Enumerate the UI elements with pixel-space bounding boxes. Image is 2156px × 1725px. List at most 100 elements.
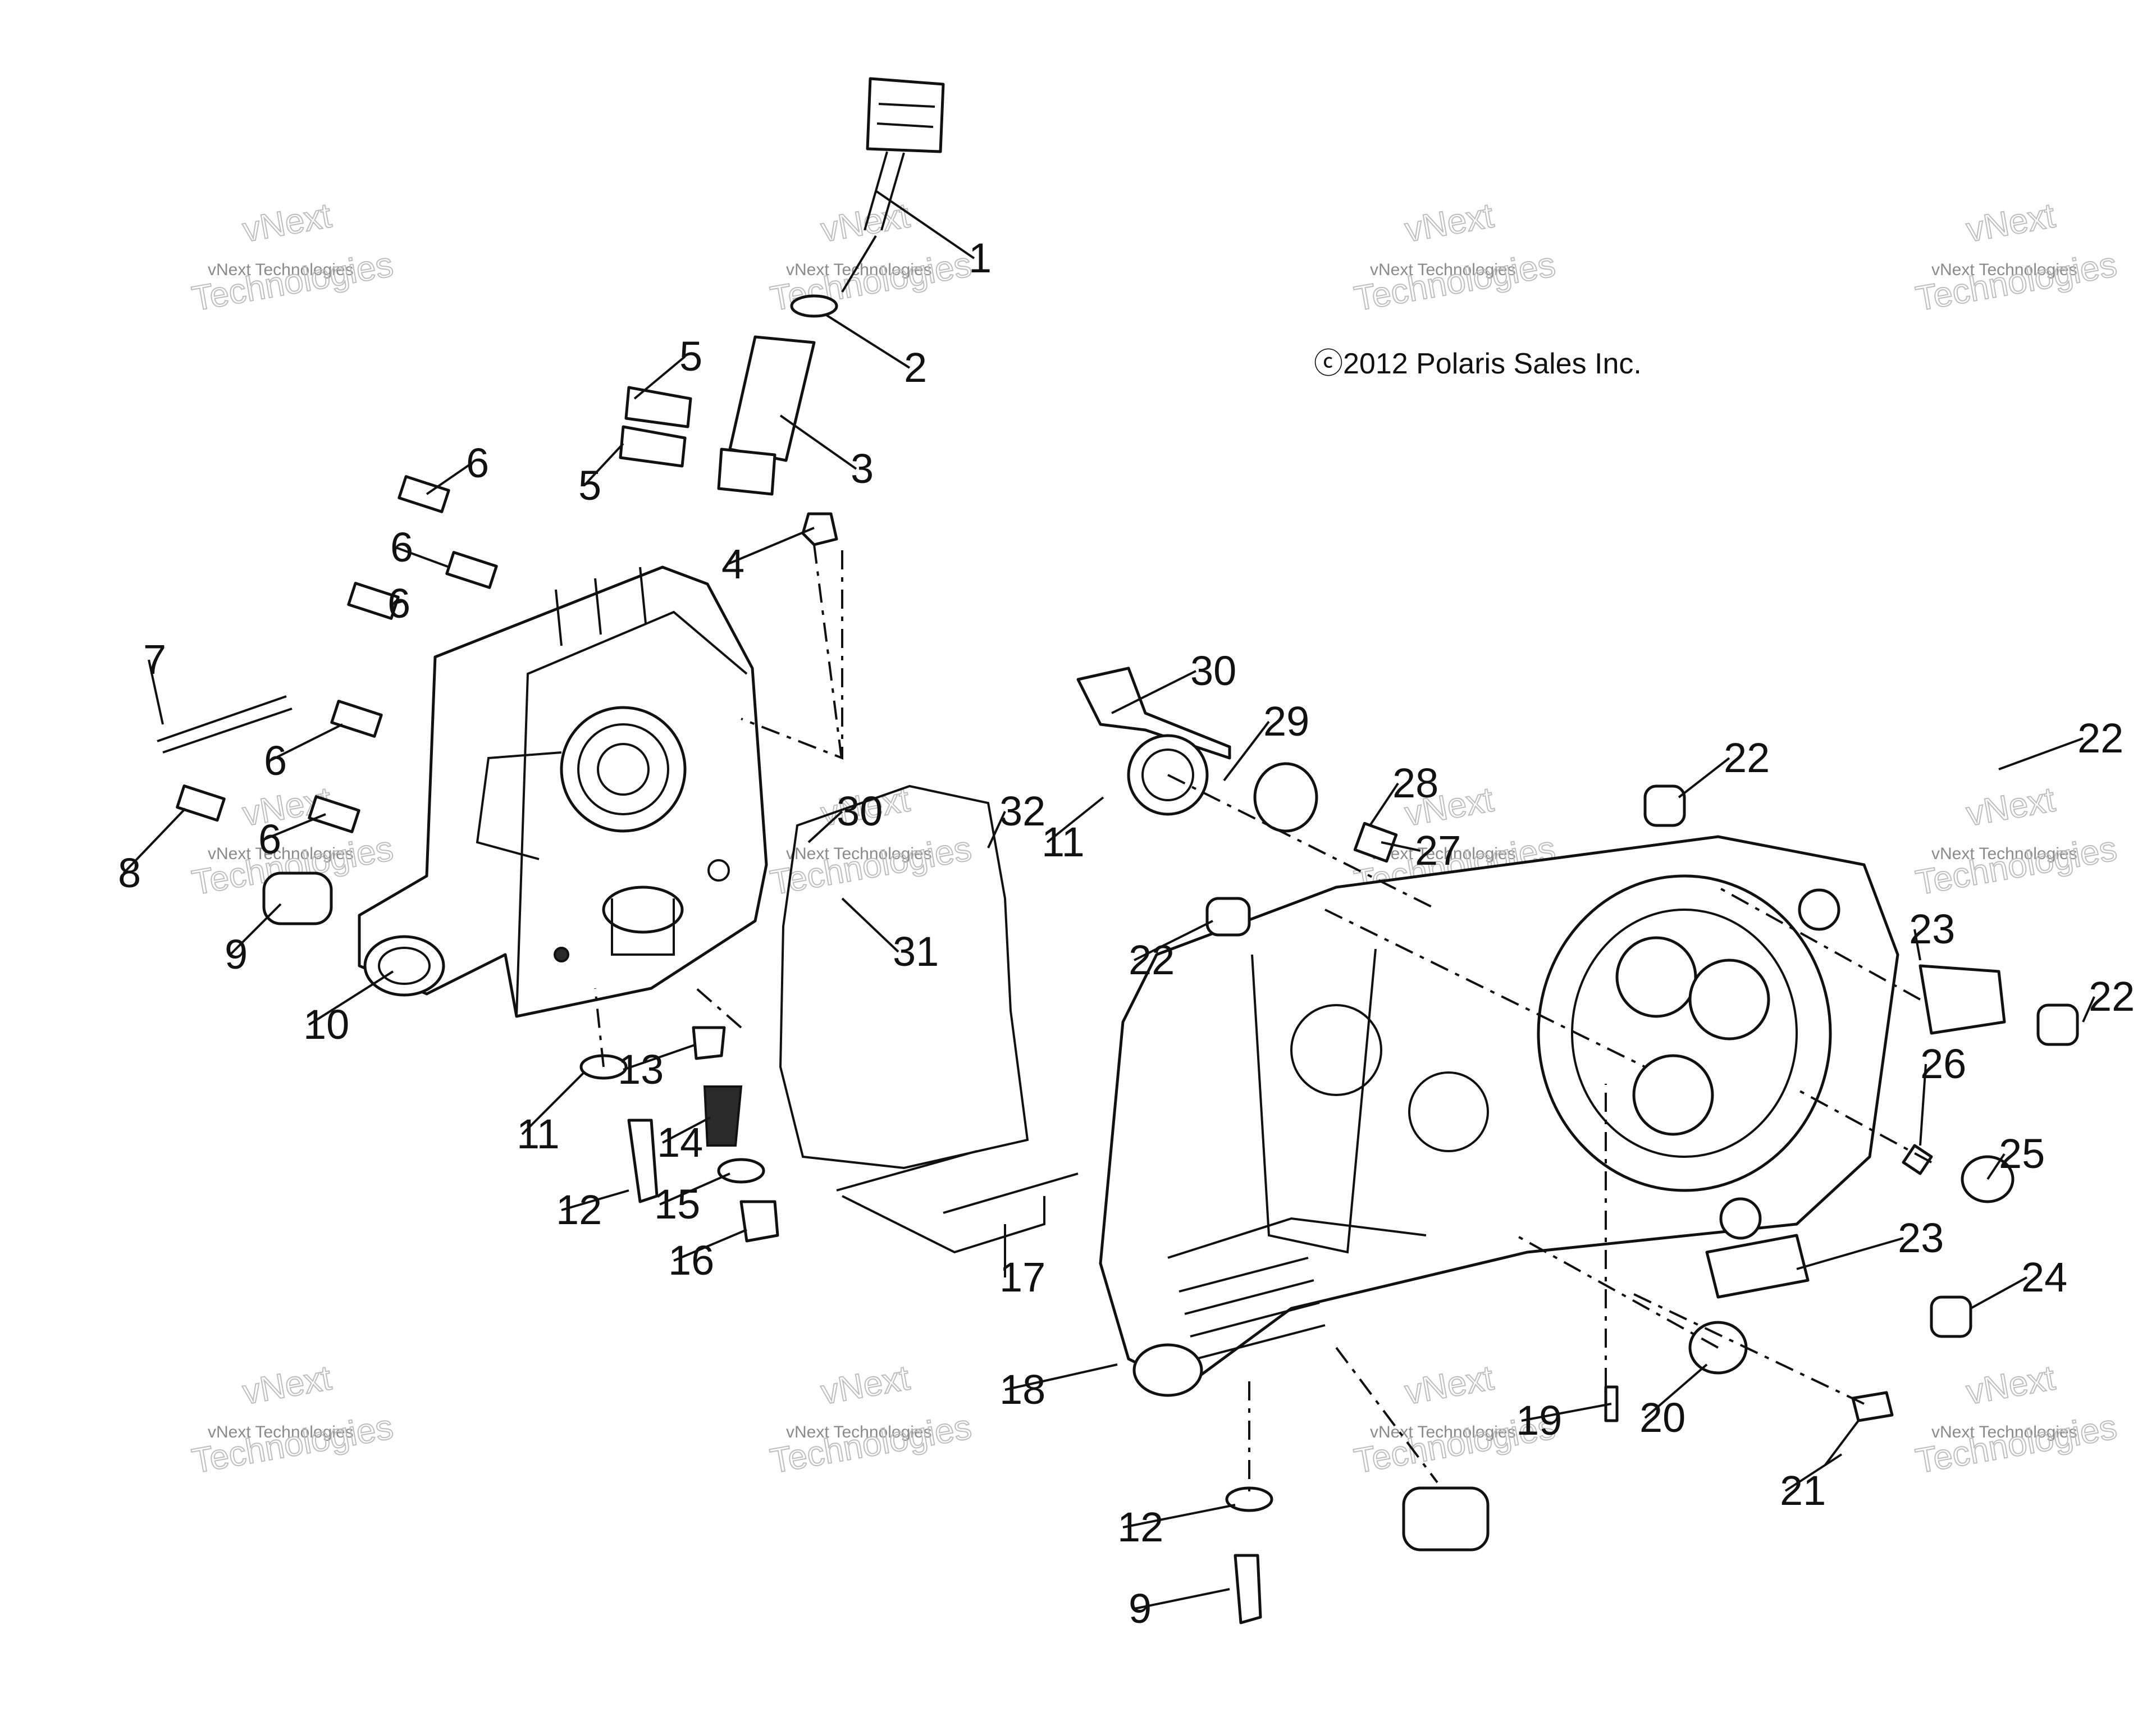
callout-6: 6	[426, 440, 489, 495]
callout-22: 22	[1678, 734, 1770, 798]
callout-leader	[148, 659, 164, 725]
callout-18: 18	[999, 1363, 1118, 1413]
callout-leader	[987, 811, 1006, 848]
callout-number: 5	[578, 462, 601, 509]
callout-number: 22	[1724, 734, 1770, 781]
callout-12: 12	[556, 1186, 629, 1233]
watermark-line1: vNext	[818, 196, 912, 249]
callout-leader	[779, 414, 857, 470]
callout-number: 6	[387, 580, 410, 627]
watermark-line2: vNext Technologies	[786, 845, 932, 863]
watermark-line2: vNext Technologies	[1931, 1423, 2077, 1441]
callout-number: 24	[2021, 1254, 2067, 1300]
watermark-line2: vNext Technologies	[1370, 845, 1516, 863]
callout-15: 15	[654, 1172, 730, 1227]
callout-leader	[1134, 920, 1213, 961]
callout-9: 9	[225, 903, 282, 978]
callout-leader	[727, 527, 815, 565]
callout-25: 25	[1986, 1130, 2045, 1180]
callout-27: 27	[1381, 827, 1461, 874]
callout-28: 28	[1369, 760, 1438, 827]
callout-31: 31	[841, 897, 939, 975]
callout-number: 30	[1190, 647, 1236, 694]
callout-leader	[1381, 841, 1421, 852]
left-crankcase-half	[358, 565, 768, 1018]
callout-6: 6	[258, 813, 326, 862]
watermark-line1: vNext	[1963, 1358, 2058, 1412]
callout-leader	[841, 897, 899, 953]
drain-plug-assembly	[579, 1026, 779, 1243]
callout-leader	[426, 462, 473, 495]
callout-30: 30	[1111, 647, 1236, 714]
callout-number: 12	[556, 1186, 602, 1233]
callout-number: 27	[1415, 827, 1461, 874]
watermark-line1: vNext	[240, 1358, 334, 1412]
callout-number: 9	[1129, 1585, 1152, 1632]
callout-leader	[807, 810, 843, 843]
callout-leader	[392, 600, 405, 605]
callout-leader	[1678, 757, 1730, 798]
watermark-line3: Technologies	[1913, 245, 2120, 319]
callout-23: 23	[1796, 1215, 1944, 1270]
callout-11: 11	[517, 1071, 585, 1157]
callout-30: 30	[807, 788, 883, 843]
callout-leader	[1369, 782, 1399, 827]
callout-number: 6	[466, 440, 489, 486]
callout-leader	[1913, 929, 1921, 961]
watermark-line3: Technologies	[1913, 1408, 2120, 1481]
callout-8: 8	[118, 807, 186, 896]
watermark-line2: vNext Technologies	[1931, 261, 2077, 279]
callout-16: 16	[668, 1229, 747, 1284]
callout-22: 22	[2082, 973, 2135, 1023]
callout-number: 20	[1639, 1394, 1685, 1441]
watermark-line1: vNext	[1402, 196, 1496, 249]
watermark-line3: Technologies	[768, 829, 974, 903]
callout-10: 10	[303, 970, 394, 1048]
callout-24: 24	[1970, 1254, 2067, 1309]
callout-leader	[561, 1189, 629, 1211]
callout-number: 11	[1042, 819, 1085, 865]
callout-number: 23	[1898, 1215, 1944, 1261]
callout-leader	[583, 442, 624, 487]
callout-5: 5	[578, 442, 624, 509]
callout-leader	[1004, 1363, 1118, 1391]
crankcase-gasket	[779, 784, 1029, 1170]
callout-number: 4	[721, 541, 744, 587]
callout-number: 13	[618, 1046, 664, 1093]
callout-leader	[824, 313, 911, 369]
callout-number: 26	[1920, 1041, 1966, 1087]
callout-leader	[875, 190, 975, 259]
watermark-line2: vNext Technologies	[1370, 261, 1516, 279]
callout-leader	[1111, 670, 1196, 714]
callout-leader	[229, 903, 282, 956]
callout-leader	[1122, 1504, 1236, 1528]
callout-11: 11	[1042, 796, 1104, 865]
watermark-line2: vNext Technologies	[1931, 845, 2077, 863]
callout-number: 22	[2077, 715, 2123, 761]
watermark-line1: vNext	[240, 196, 334, 249]
right-small-parts	[1076, 667, 2079, 1624]
callout-number: 28	[1392, 760, 1438, 806]
callout-6: 6	[264, 723, 343, 784]
callout-number: 31	[893, 928, 939, 975]
bolt-set	[157, 475, 498, 925]
callout-26: 26	[1919, 1041, 1966, 1146]
callout-leader	[395, 546, 450, 568]
callout-leader	[1986, 1153, 2006, 1180]
watermark-line2: vNext Technologies	[786, 1423, 932, 1441]
callout-leader	[633, 355, 686, 400]
callout-leader	[1134, 1588, 1230, 1610]
callout-number: 14	[657, 1119, 703, 1166]
callout-number: 12	[1117, 1504, 1163, 1550]
copyright-text: ⓒ2012 Polaris Sales Inc.	[1314, 348, 1642, 380]
callout-leader	[662, 1116, 711, 1144]
callout-2: 2	[824, 313, 927, 391]
watermark-line3: Technologies	[1351, 245, 1558, 319]
callout-number: 30	[837, 788, 883, 834]
